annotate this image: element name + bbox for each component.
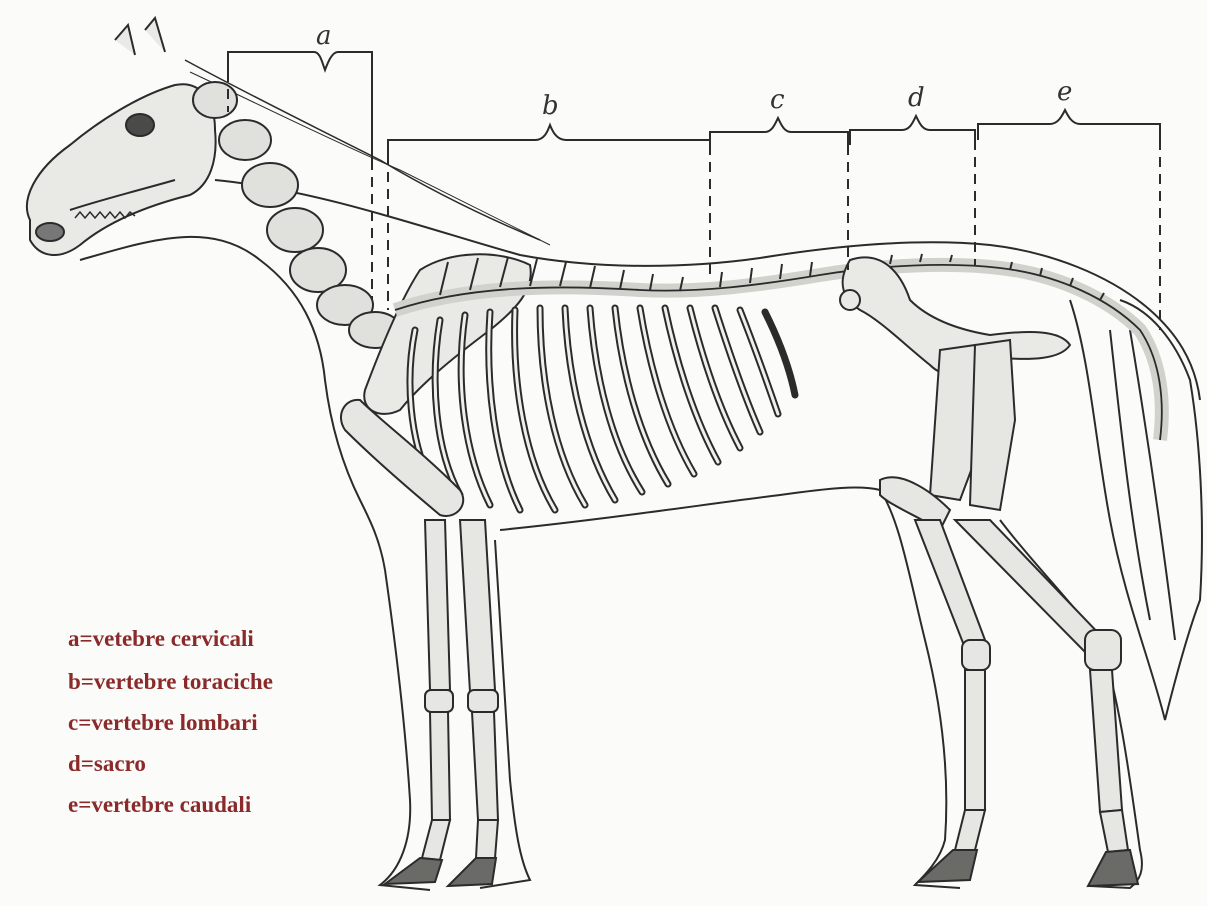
segment-label-c: c: [770, 85, 785, 115]
legend-line-c: c=vertebre lombari: [68, 710, 258, 735]
segment-label-d: d: [908, 83, 925, 113]
legend-line-e: e=vertebre caudali: [68, 792, 252, 817]
bracket-d: [850, 116, 975, 145]
cervical-vertebrae: [193, 82, 401, 348]
legend-line-a: a=vetebre cervicali: [68, 626, 254, 651]
segment-label-b: b: [542, 91, 559, 121]
segment-label-a: a: [316, 21, 332, 51]
segment-brackets: [228, 52, 1160, 160]
skull: [27, 18, 216, 255]
legend-line-d: d=sacro: [68, 751, 146, 776]
bracket-e: [978, 110, 1160, 140]
segment-letters: a b c d e: [316, 21, 1072, 121]
bracket-b: [388, 125, 710, 155]
legend: a=vetebre cervicali b=vertebre toraciche…: [68, 626, 273, 817]
segment-label-e: e: [1057, 77, 1072, 107]
scapula: [364, 254, 531, 414]
legend-line-b: b=vertebre toraciche: [68, 669, 273, 694]
bracket-c: [710, 118, 848, 145]
